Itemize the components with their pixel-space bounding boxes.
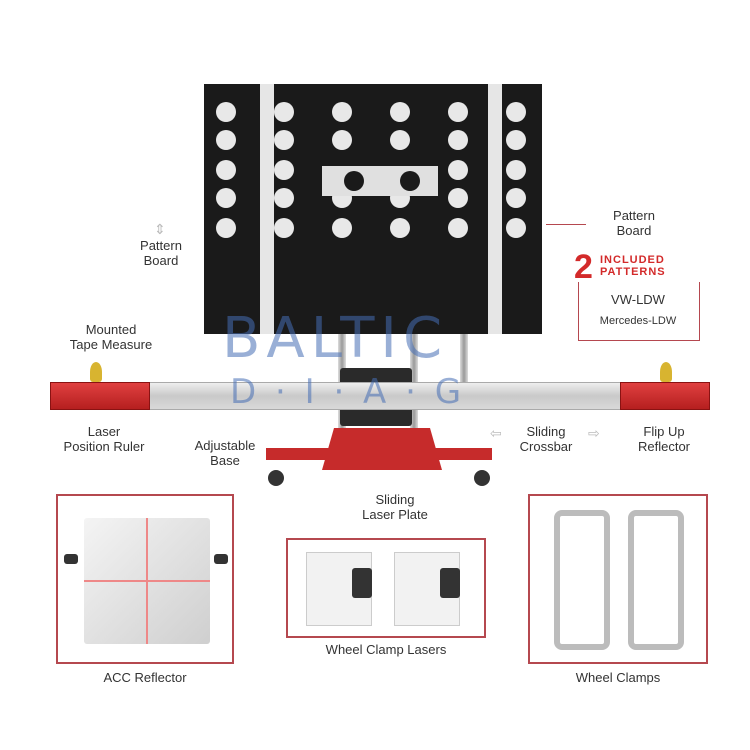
knob-icon xyxy=(214,554,228,564)
pattern-dot xyxy=(216,160,236,180)
patterns-frame xyxy=(578,282,700,341)
wheel-clamps-panel xyxy=(528,494,708,664)
pattern-dot xyxy=(448,188,468,208)
wheel-clamp xyxy=(554,510,610,650)
pattern-dot xyxy=(448,218,468,238)
pattern-hole xyxy=(344,171,364,191)
acc-reflector-panel xyxy=(56,494,234,664)
laser-unit xyxy=(440,568,460,598)
arrow-left-icon: ⇦ xyxy=(490,425,502,441)
pattern-dot xyxy=(448,102,468,122)
flip-up-reflector xyxy=(620,382,710,410)
center-pattern-plate xyxy=(322,166,438,196)
pattern-dot xyxy=(506,188,526,208)
pattern-dot xyxy=(506,218,526,238)
board-stripe xyxy=(260,84,274,334)
wheel-clamp xyxy=(628,510,684,650)
pattern-dot xyxy=(332,130,352,150)
caster-wheel-icon xyxy=(474,470,490,486)
board-stripe xyxy=(488,84,502,334)
patterns-title: INCLUDED PATTERNS xyxy=(600,254,666,278)
pattern-dot xyxy=(216,102,236,122)
label-pattern-board-left: Pattern Board xyxy=(140,238,182,268)
pattern-board xyxy=(204,84,542,334)
tape-measure-icon xyxy=(90,362,102,382)
pattern-dot xyxy=(332,218,352,238)
pattern-dot xyxy=(216,188,236,208)
pattern-dot xyxy=(390,130,410,150)
label-wheel-clamp-lasers: Wheel Clamp Lasers xyxy=(325,642,447,657)
patterns-count: 2 xyxy=(574,248,593,286)
wheel-clamp-lasers-panel xyxy=(286,538,486,638)
laser-position-ruler xyxy=(50,382,150,410)
label-adjustable-base: Adjustable Base xyxy=(194,438,256,468)
pattern-item: Mercedes-LDW xyxy=(599,315,677,327)
pattern-dot xyxy=(332,102,352,122)
knob-icon xyxy=(64,554,78,564)
pattern-dot xyxy=(216,218,236,238)
pattern-dot xyxy=(506,102,526,122)
label-sliding-crossbar: Sliding Crossbar xyxy=(519,424,573,454)
stand-post xyxy=(460,334,468,384)
label-laser-ruler: Laser Position Ruler xyxy=(63,424,145,454)
base-arm xyxy=(266,448,492,460)
label-wheel-clamps: Wheel Clamps xyxy=(575,670,661,685)
label-mounted-tape: Mounted Tape Measure xyxy=(69,322,153,352)
watermark-logo: BALTIC xyxy=(222,306,449,371)
pattern-item: VW-LDW xyxy=(611,292,665,307)
reflector-crosshair xyxy=(84,580,210,582)
laser-unit xyxy=(352,568,372,598)
callout-line xyxy=(546,224,586,225)
label-pattern-board-right: Pattern Board xyxy=(613,208,655,238)
pattern-dot xyxy=(448,130,468,150)
pattern-dot xyxy=(274,102,294,122)
label-acc-reflector: ACC Reflector xyxy=(103,670,187,685)
pattern-dot xyxy=(274,130,294,150)
pattern-dot xyxy=(274,160,294,180)
pattern-dot xyxy=(390,102,410,122)
reflector-knob-icon xyxy=(660,362,672,382)
pattern-hole xyxy=(400,171,420,191)
sliding-crossbar xyxy=(50,382,710,410)
label-flip-up: Flip Up Reflector xyxy=(637,424,691,454)
pattern-dot xyxy=(448,160,468,180)
pattern-dot xyxy=(274,188,294,208)
watermark-subtext: D · I · A · G xyxy=(230,372,466,412)
acc-reflector xyxy=(84,518,210,644)
label-sliding-laser: Sliding Laser Plate xyxy=(362,492,428,522)
pattern-dot xyxy=(274,218,294,238)
caster-wheel-icon xyxy=(268,470,284,486)
pattern-dot xyxy=(506,130,526,150)
pattern-dot xyxy=(506,160,526,180)
arrow-up-icon: ⇕ xyxy=(154,221,166,237)
pattern-dot xyxy=(390,218,410,238)
pattern-dot xyxy=(216,130,236,150)
arrow-right-icon: ⇨ xyxy=(588,425,600,441)
